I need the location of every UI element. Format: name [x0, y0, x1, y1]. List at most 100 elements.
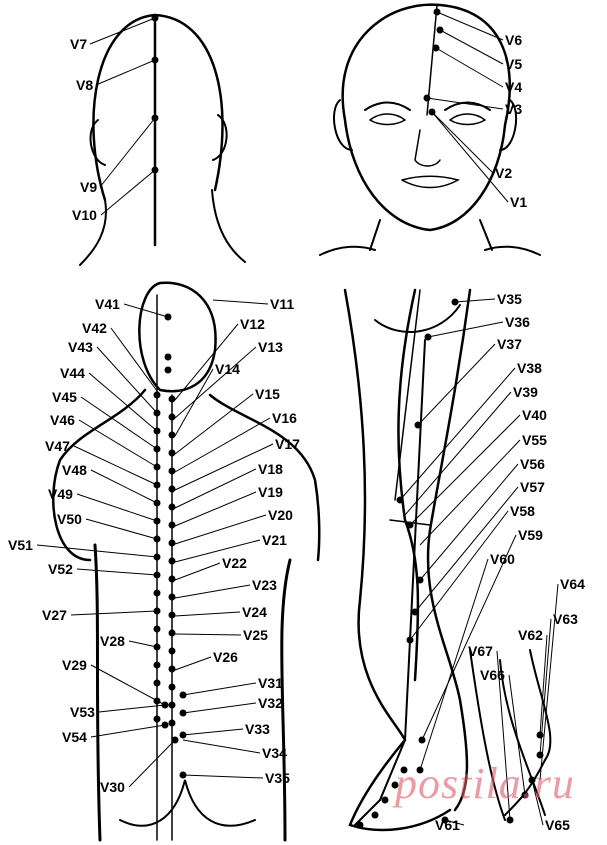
leader-line	[174, 323, 239, 401]
ankle-detail	[504, 649, 552, 816]
ear-r	[499, 99, 518, 151]
nose	[414, 129, 441, 167]
leader-line	[174, 346, 257, 419]
acupoint-dot	[168, 503, 176, 511]
point-label-v14: V14	[215, 361, 240, 377]
point-label-v48: V48	[62, 462, 87, 478]
point-label-v55: V55	[522, 432, 547, 448]
point-label-v57: V57	[520, 479, 545, 495]
leader-line	[36, 544, 158, 558]
leader-line	[174, 584, 251, 599]
leader-line	[123, 303, 169, 318]
leader-line	[76, 568, 158, 576]
point-label-v36: V36	[505, 314, 530, 330]
point-label-v64: V64	[560, 576, 585, 592]
left-shoulder	[52, 388, 147, 562]
point-label-v15: V15	[255, 386, 280, 402]
acupoint-dot	[168, 467, 176, 475]
leader-line	[70, 610, 158, 616]
leader-line	[182, 728, 244, 736]
point-label-v19: V19	[258, 484, 283, 500]
leader-line	[427, 321, 504, 338]
acupoint-dot	[168, 701, 176, 709]
leader-line	[454, 298, 496, 303]
leader-line	[421, 534, 517, 741]
leader-line	[182, 702, 257, 714]
point-label-v10: V10	[72, 207, 97, 223]
leader-line	[435, 47, 504, 88]
leader-line	[496, 650, 511, 821]
point-label-v43: V43	[68, 339, 93, 355]
leader-line	[100, 169, 156, 216]
leader-line	[426, 97, 504, 110]
point-label-v47: V47	[45, 438, 70, 454]
acupoint-dot	[153, 589, 161, 597]
point-label-v35: V35	[265, 770, 290, 786]
point-label-v60: V60	[490, 551, 515, 567]
point-label-v31: V31	[258, 675, 283, 691]
brow-right	[444, 101, 491, 111]
point-label-v59: V59	[518, 527, 543, 543]
head-back-small	[138, 281, 217, 393]
leader-line	[417, 343, 496, 426]
leader-line	[95, 59, 156, 86]
point-label-v46: V46	[50, 412, 75, 428]
leader-line	[96, 346, 158, 414]
point-label-v18: V18	[258, 461, 283, 477]
point-label-v65: V65	[545, 817, 570, 833]
point-label-v33: V33	[245, 721, 270, 737]
leader-line	[539, 634, 548, 736]
acupoint-dot	[168, 611, 176, 619]
acupoint-dot	[356, 821, 364, 829]
leader-line	[431, 111, 494, 174]
leg-meridian	[354, 339, 426, 826]
foot-side	[469, 649, 546, 821]
point-label-v26: V26	[213, 649, 238, 665]
leader-line	[539, 618, 552, 756]
acupoint-dot	[164, 353, 172, 361]
acupoint-dot	[168, 683, 176, 691]
point-label-v29: V29	[62, 657, 87, 673]
leader-line	[431, 111, 509, 203]
watermark: postila.ru	[395, 759, 575, 808]
leader-line	[89, 17, 156, 45]
point-label-v9: V9	[80, 179, 98, 195]
leader-line	[182, 682, 257, 696]
leader-line	[539, 583, 559, 781]
left-torso	[93, 543, 102, 842]
point-label-v54: V54	[62, 729, 87, 745]
acupoint-dot	[168, 395, 176, 403]
leader-line	[174, 368, 214, 437]
point-label-v61: V61	[435, 817, 460, 833]
point-label-v30: V30	[100, 779, 125, 795]
point-label-v63: V63	[553, 611, 578, 627]
point-label-v41: V41	[95, 296, 120, 312]
acupoint-dot	[153, 661, 161, 669]
point-label-v51: V51	[8, 537, 33, 553]
acupoint-dot	[168, 521, 176, 529]
leader-line	[99, 117, 156, 188]
point-label-v3: V3	[505, 101, 523, 117]
point-label-v58: V58	[510, 503, 535, 519]
point-label-v25: V25	[243, 627, 268, 643]
point-label-v8: V8	[76, 77, 94, 93]
point-label-v66: V66	[480, 667, 505, 683]
point-label-v24: V24	[242, 604, 267, 620]
buttocks	[119, 779, 256, 827]
point-label-v62: V62	[518, 627, 543, 643]
acupoint-dot	[381, 796, 389, 804]
acupoint-dot	[153, 715, 161, 723]
acupoint-dot	[371, 811, 379, 819]
point-label-v12: V12	[240, 316, 265, 332]
point-label-v6: V6	[505, 32, 523, 48]
leader-line	[78, 419, 158, 468]
point-label-v28: V28	[100, 633, 125, 649]
point-label-v49: V49	[48, 486, 73, 502]
ear-right	[212, 114, 228, 161]
leader-line	[508, 674, 526, 796]
acupoint-dot	[168, 431, 176, 439]
point-label-v11: V11	[270, 296, 295, 312]
calf-lines	[389, 289, 431, 526]
leader-line	[128, 739, 176, 788]
